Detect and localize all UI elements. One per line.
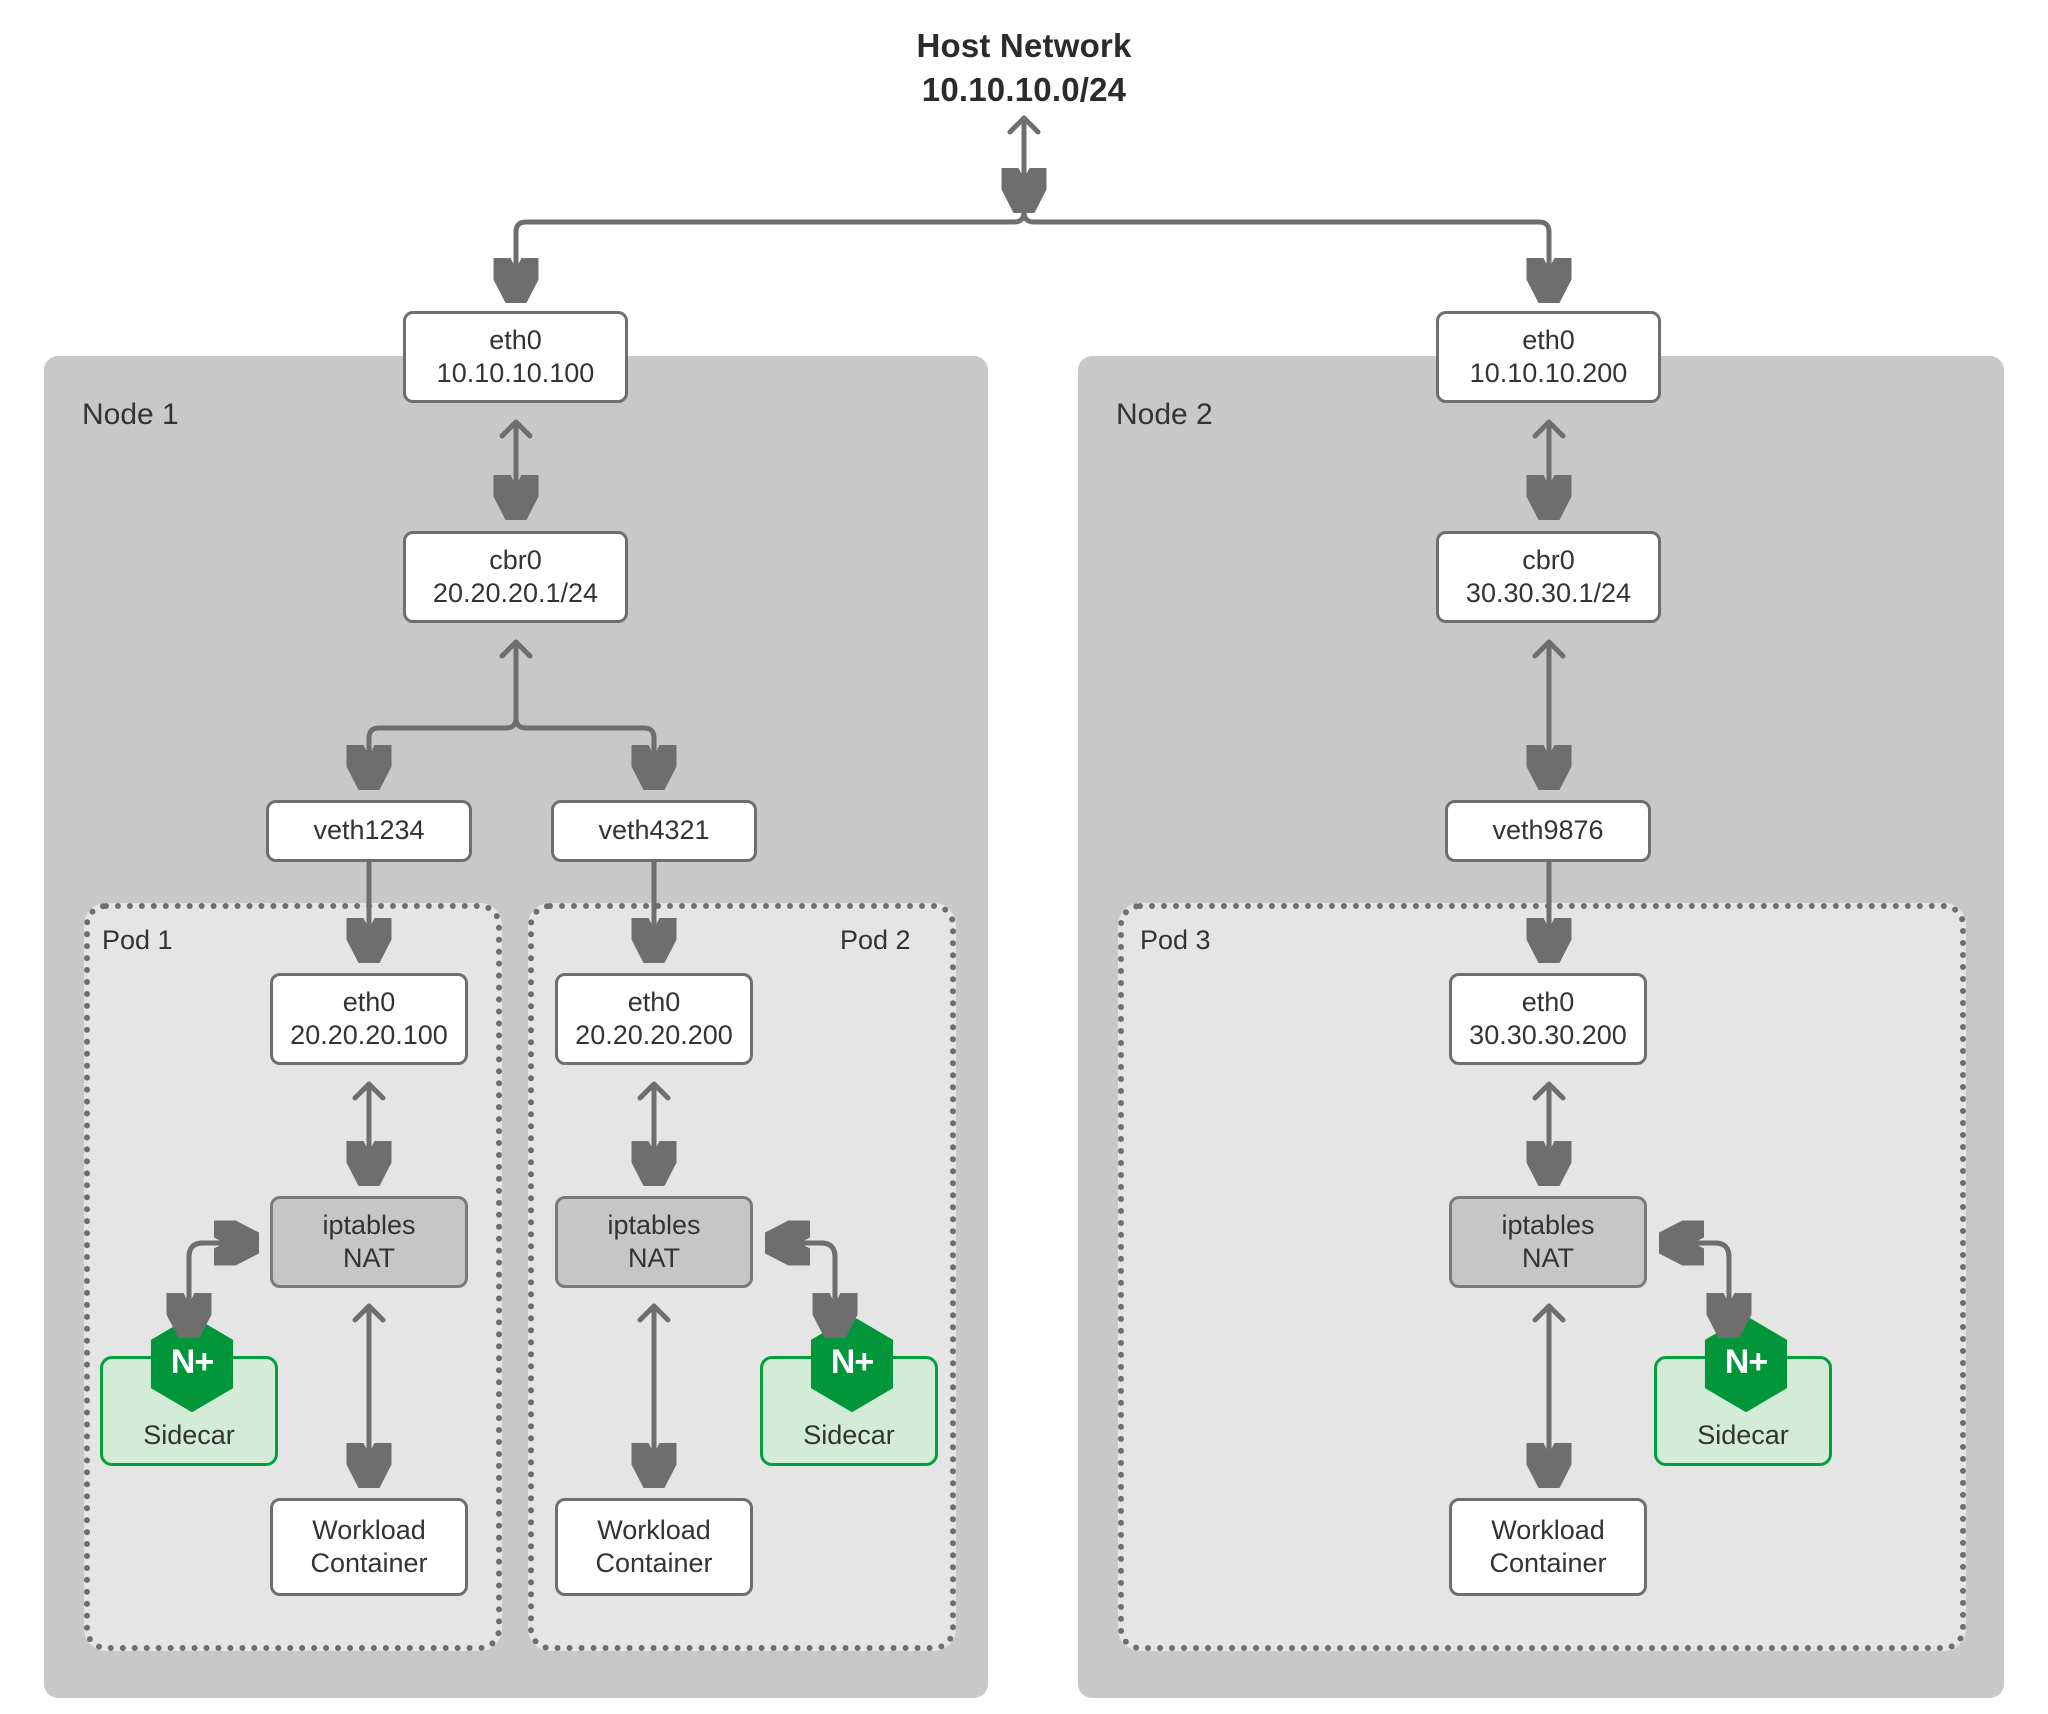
node-2-cbr0-ip: 30.30.30.1/24 <box>1465 578 1632 608</box>
pod-1-workload-line1: Workload <box>312 1514 426 1545</box>
pod-3-workload-line1: Workload <box>1491 1514 1605 1545</box>
node-2-eth0-name: eth0 <box>1522 324 1575 355</box>
node-2-veth9876-box: veth9876 <box>1445 800 1651 862</box>
node-1-eth0-ip: 10.10.10.100 <box>436 358 595 388</box>
pod-1-nat-line2: NAT <box>343 1243 395 1273</box>
host-network-label: Host Network <box>916 27 1132 64</box>
wire-host-to-node1-eth0 <box>516 205 1027 295</box>
node-2-veth9876-label: veth9876 <box>1492 815 1604 846</box>
node-2-eth0-ip: 10.10.10.200 <box>1469 358 1628 388</box>
pod-2-nat-line1: iptables <box>607 1209 701 1240</box>
pod-3-eth0-ip: 30.30.30.200 <box>1469 1020 1627 1050</box>
pod-1-sidecar-label: Sidecar <box>143 1420 235 1450</box>
node-1-label: Node 1 <box>82 398 179 431</box>
pod-3-label: Pod 3 <box>1140 925 1211 955</box>
wire-host-to-node2-eth0 <box>1021 205 1549 295</box>
node-1-cbr0-box: cbr0 20.20.20.1/24 <box>403 531 628 623</box>
pod-3-nat-line2: NAT <box>1522 1243 1574 1273</box>
pod-3-nat-line1: iptables <box>1501 1209 1595 1240</box>
pod-3-workload-container-box: Workload Container <box>1449 1498 1647 1596</box>
pod-2-sidecar-box: N+ Sidecar <box>760 1315 938 1466</box>
pod-2-workload-line1: Workload <box>597 1514 711 1545</box>
pod-2-iptables-nat-box: iptables NAT <box>555 1196 753 1288</box>
node-1-veth1234-box: veth1234 <box>266 800 472 862</box>
pod-1-sidecar-box: N+ Sidecar <box>100 1315 278 1466</box>
pod-2-eth0-ip: 20.20.20.200 <box>575 1020 733 1050</box>
pod-2-label: Pod 2 <box>840 925 911 955</box>
node-1-veth4321-label: veth4321 <box>598 815 710 846</box>
nginx-plus-hexagon-icon: N+ <box>1701 1314 1791 1414</box>
pod-2-eth0-box: eth0 20.20.20.200 <box>555 973 753 1065</box>
pod-3-eth0-box: eth0 30.30.30.200 <box>1449 973 1647 1065</box>
host-network-cidr: 10.10.10.0/24 <box>921 70 1127 108</box>
pod-1-eth0-name: eth0 <box>342 986 396 1017</box>
pod-1-nat-line1: iptables <box>322 1209 416 1240</box>
node-2-cbr0-box: cbr0 30.30.30.1/24 <box>1436 531 1661 623</box>
node-2-cbr0-name: cbr0 <box>1522 544 1575 575</box>
node-2-label: Node 2 <box>1116 398 1213 431</box>
pod-3-sidecar-box: N+ Sidecar <box>1654 1315 1832 1466</box>
page-title: Host Network 10.10.10.0/24 <box>0 24 2048 112</box>
pod-2-workload-line2: Container <box>595 1548 713 1578</box>
pod-1-eth0-ip: 20.20.20.100 <box>290 1020 448 1050</box>
node-1-veth1234-label: veth1234 <box>313 815 425 846</box>
pod-3-sidecar-label: Sidecar <box>1697 1420 1789 1450</box>
nginx-plus-hexagon-icon: N+ <box>147 1314 237 1414</box>
nginx-plus-logo-text: N+ <box>170 1343 214 1381</box>
nginx-plus-logo-text: N+ <box>830 1343 874 1381</box>
pod-2-nat-line2: NAT <box>628 1243 680 1273</box>
node-1-veth4321-box: veth4321 <box>551 800 757 862</box>
pod-1-workload-line2: Container <box>310 1548 428 1578</box>
pod-2-workload-container-box: Workload Container <box>555 1498 753 1596</box>
nginx-plus-hexagon-icon: N+ <box>807 1314 897 1414</box>
pod-1-iptables-nat-box: iptables NAT <box>270 1196 468 1288</box>
pod-3-eth0-name: eth0 <box>1521 986 1575 1017</box>
pod-1-workload-container-box: Workload Container <box>270 1498 468 1596</box>
node-1-cbr0-ip: 20.20.20.1/24 <box>432 578 599 608</box>
pod-1-eth0-box: eth0 20.20.20.100 <box>270 973 468 1065</box>
pod-2-sidecar-label: Sidecar <box>803 1420 895 1450</box>
wire-host-trunk-arrowhead-up <box>1007 115 1041 135</box>
node-1-cbr0-name: cbr0 <box>489 544 542 575</box>
pod-3-iptables-nat-box: iptables NAT <box>1449 1196 1647 1288</box>
node-1-eth0-name: eth0 <box>489 324 542 355</box>
nginx-plus-logo-text: N+ <box>1724 1343 1768 1381</box>
node-1-eth0-box: eth0 10.10.10.100 <box>403 311 628 403</box>
node-2-eth0-box: eth0 10.10.10.200 <box>1436 311 1661 403</box>
pod-3-workload-line2: Container <box>1489 1548 1607 1578</box>
pod-2-eth0-name: eth0 <box>627 986 681 1017</box>
pod-1-label: Pod 1 <box>102 925 173 955</box>
